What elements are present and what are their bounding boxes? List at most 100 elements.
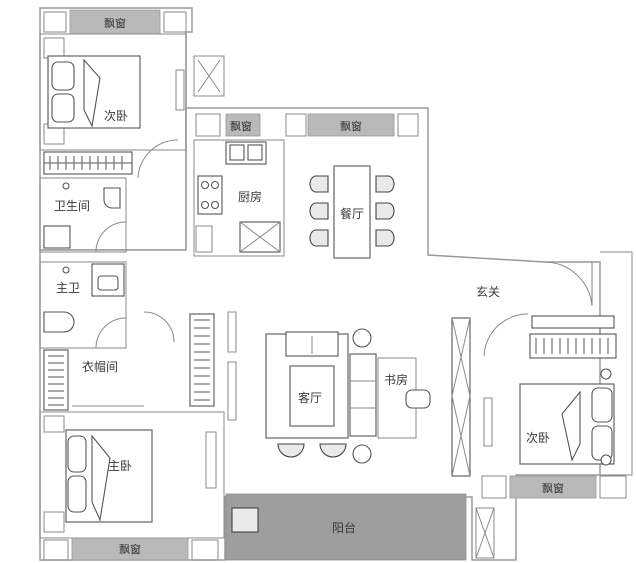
- washing-machine: [231, 507, 259, 533]
- living-label: 客厅: [298, 390, 322, 405]
- burner-1: [200, 180, 210, 190]
- bay-window-kitchen-label: 飘窗: [230, 119, 252, 133]
- right-side-window: [475, 507, 495, 559]
- pillow-1: [51, 61, 75, 91]
- balcony-floor: [225, 493, 467, 561]
- master-bedroom-label: 主卧: [108, 459, 132, 473]
- pillow-right-1: [591, 387, 613, 423]
- door-bathroom-guest: [95, 221, 127, 253]
- bay-window-top: 飘窗: [43, 9, 187, 35]
- bathroom-master-outline: [39, 261, 127, 349]
- toilet-master: [43, 311, 75, 333]
- wardrobe-bedroom-2-right: [529, 333, 617, 359]
- dining-chairs: [309, 175, 395, 247]
- study-chair: [405, 389, 431, 409]
- burner-4: [210, 200, 220, 210]
- bay-window-bottom-left-pillar-l: [43, 539, 69, 561]
- burner-3: [200, 200, 210, 210]
- bay-window-top-slab: [69, 9, 161, 35]
- door-cloakroom: [143, 311, 175, 343]
- cloakroom-label: 衣帽间: [82, 359, 118, 374]
- stool-2: [319, 443, 347, 458]
- pillow-2: [51, 93, 75, 123]
- pillow-master-2: [67, 475, 87, 513]
- closet-cloakroom: [43, 349, 69, 411]
- drain-master: [62, 266, 70, 274]
- bay-window-dining-pillar-l: [285, 113, 307, 137]
- living-column-1: [227, 311, 237, 353]
- bay-window-right-slab: [509, 475, 597, 499]
- nightstand-right-top: [600, 368, 612, 380]
- stove: [197, 175, 223, 215]
- stool-1: [277, 443, 305, 458]
- kitchen-cabinet: [195, 225, 213, 253]
- bed-right-fold: [561, 390, 581, 462]
- wall-right-ext: [600, 251, 633, 476]
- bathroom-guest-label: 卫生间: [54, 199, 90, 213]
- bay-window-dining-pillar-r: [397, 113, 419, 137]
- bedroom-2-left-window: [175, 69, 185, 111]
- bay-window-kitchen-slab: [225, 113, 261, 137]
- side-table-bottom: [352, 444, 372, 464]
- balcony-label: 阳台: [332, 520, 356, 535]
- room-cloakroom: 衣帽间: [43, 311, 175, 411]
- room-living: 客厅: [227, 311, 377, 464]
- toilet-guest: [103, 187, 121, 209]
- bay-window-right: 飘窗: [475, 475, 627, 559]
- pillow-master-1: [67, 435, 87, 473]
- master-bedroom-corner-bl: [43, 511, 65, 533]
- entrance-cabinet: [451, 317, 471, 477]
- bed-master-fold: [91, 434, 111, 522]
- bedroom-2-left-outline: [39, 33, 187, 151]
- sofa: [349, 353, 377, 437]
- entrance-cabinet-cross: [451, 317, 471, 477]
- door-entrance: [544, 261, 593, 307]
- bedroom-2-right-label: 次卧: [526, 431, 550, 445]
- bedroom-2-right-window: [483, 397, 493, 447]
- sink-master-basin: [97, 275, 119, 291]
- kitchen-label: 厨房: [238, 189, 262, 204]
- bay-window-dining-slab: [307, 113, 395, 137]
- master-bedroom-corner-tl: [43, 415, 65, 433]
- room-dining: 飘窗 餐厅: [285, 113, 419, 259]
- bay-window-kitchen-pillar: [195, 113, 221, 137]
- side-table-top: [352, 328, 372, 348]
- bay-window-right-pillar-r: [599, 475, 627, 499]
- pillow-right-2: [591, 425, 613, 461]
- study-label: 书房: [384, 372, 408, 387]
- bedroom-2-left-label: 次卧: [104, 109, 128, 123]
- bay-window-bottom-left-slab: [71, 537, 189, 561]
- fridge-cross: [239, 221, 281, 253]
- kitchen-window-frame: [193, 55, 225, 97]
- bay-window-right-label: 飘窗: [542, 481, 564, 495]
- room-kitchen: 飘窗 厨房: [193, 55, 285, 257]
- door-bedroom-2-left: [137, 139, 179, 179]
- dining-table: [333, 165, 371, 259]
- room-study: 书房: [377, 317, 471, 477]
- burner-2: [210, 180, 220, 190]
- drain-guest: [62, 182, 70, 190]
- entrance-label: 玄关: [476, 284, 500, 299]
- shelf-bedroom-2-right: [531, 315, 615, 329]
- bay-window-top-pillar-right: [163, 11, 187, 33]
- bay-window-bottom-left: 飘窗: [43, 537, 219, 561]
- living-column-2: [227, 361, 237, 421]
- room-bedroom-2-left: 次卧: [39, 33, 187, 179]
- sink-kitchen-left: [229, 144, 245, 161]
- room-bathroom-guest: 卫生间: [39, 177, 127, 253]
- bay-window-bottom-left-pillar-r: [191, 539, 219, 561]
- room-entrance: 玄关: [476, 261, 593, 307]
- bay-window-top-pillar-left: [43, 11, 67, 33]
- dining-label: 餐厅: [340, 206, 364, 221]
- sink-guest: [43, 225, 71, 249]
- bay-window-dining-label: 飘窗: [340, 119, 362, 133]
- door-bathroom-master: [95, 317, 127, 349]
- room-balcony: 阳台: [225, 493, 467, 561]
- kitchen-window-cross: [197, 59, 221, 93]
- coffee-table: [289, 365, 335, 427]
- right-side-window-cross: [475, 507, 495, 559]
- room-bedroom-2-right: 次卧: [483, 313, 617, 466]
- sink-kitchen-right: [247, 144, 263, 161]
- nightstand-right-bottom: [600, 454, 612, 466]
- bay-window-top-label: 飘窗: [104, 16, 126, 30]
